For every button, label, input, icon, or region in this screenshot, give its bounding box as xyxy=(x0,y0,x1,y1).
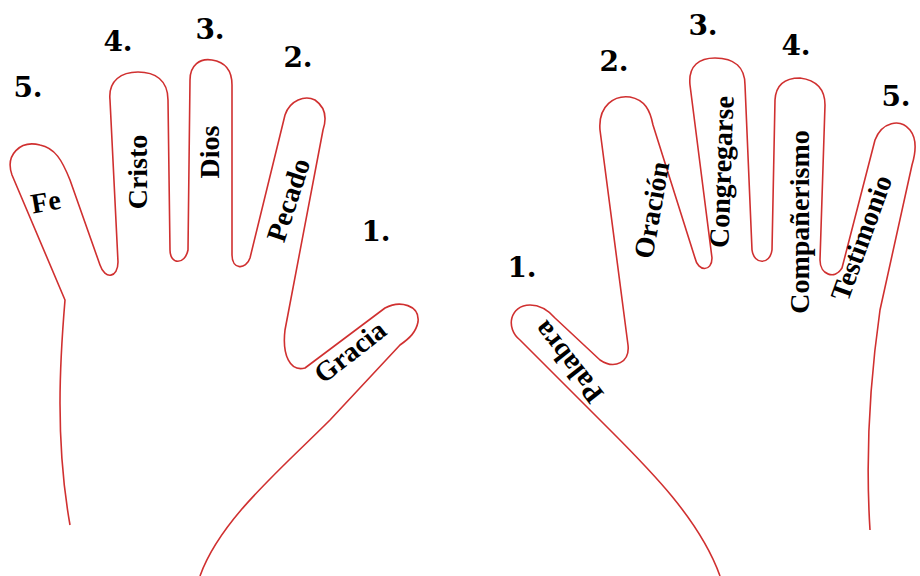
callout-number: 5. xyxy=(13,74,42,102)
finger-word: Pecado xyxy=(262,155,315,245)
callout-number: 2. xyxy=(283,44,312,72)
left-hand-outline xyxy=(10,60,418,576)
callout-number: 1. xyxy=(361,218,390,246)
finger-word: Cristo xyxy=(124,135,152,210)
callout-number: 3. xyxy=(195,16,224,44)
right-hand-outline xyxy=(511,58,915,576)
finger-word: Oración xyxy=(630,159,675,260)
finger-word: Compañerismo xyxy=(786,130,814,314)
callout-number: 3. xyxy=(688,12,717,40)
finger-word: Gracia xyxy=(309,316,391,389)
finger-word: Fe xyxy=(29,186,63,219)
finger-word: Congregarse xyxy=(705,96,738,249)
finger-word: Dios xyxy=(196,126,224,179)
finger-word: Testimonio xyxy=(826,172,897,305)
callout-number: 1. xyxy=(507,254,536,282)
callout-number: 4. xyxy=(103,28,132,56)
callout-number: 2. xyxy=(599,48,628,76)
callout-number: 4. xyxy=(781,32,810,60)
callout-number: 5. xyxy=(881,83,910,111)
